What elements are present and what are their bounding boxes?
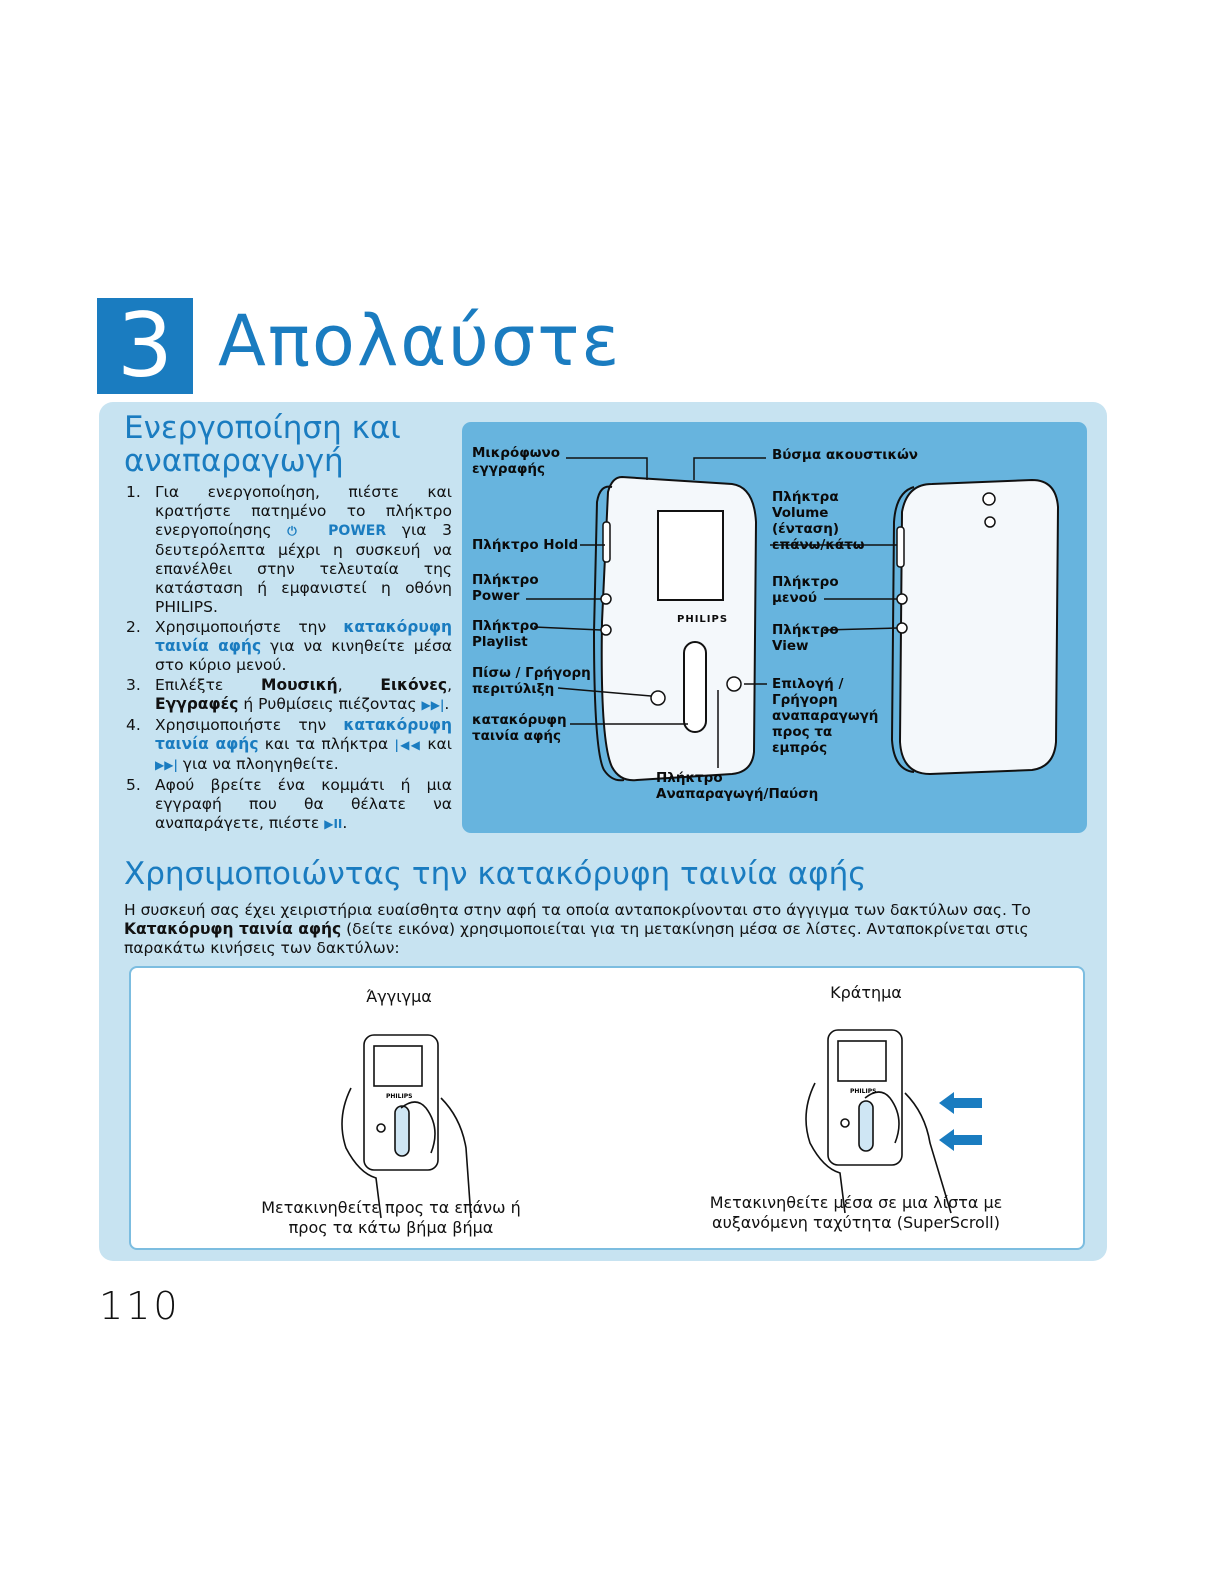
touch-strip-shape — [683, 641, 707, 733]
next-icon: ▶▶| — [155, 758, 178, 772]
play-pause-icon: ▶II — [324, 817, 343, 831]
arrow-left-lower — [939, 1129, 982, 1151]
step-number: 2. — [126, 618, 141, 636]
step-number: 3. — [126, 676, 141, 694]
power-icon: ⏻ — [287, 524, 297, 538]
brand-logo: PHILIPS — [677, 614, 729, 625]
hold-brand-logo: PHILIPS — [850, 1088, 876, 1095]
step-text: Χρησιμοποιήστε την — [155, 618, 344, 636]
label-microphone: Μικρόφωνο εγγραφής — [472, 445, 560, 477]
step-text: για 3 δευτερόλεπτα μέχρι η συσκευή να επ… — [155, 521, 453, 616]
menu-button-shape — [896, 593, 908, 605]
scroll-arrows — [939, 1092, 982, 1151]
label-hold: Πλήκτρο Hold — [472, 537, 579, 553]
label-menu: Πλήκτρο μενού — [772, 574, 839, 606]
hold-device-illustration — [805, 1029, 952, 1214]
label-volume: Πλήκτρα Volume (ένταση) επάνω/κάτω — [772, 489, 865, 553]
intro-paragraph: Η συσκευή σας έχει χειριστήρια ευαίσθητα… — [124, 901, 1084, 958]
gesture-illustrations: PHILIPS PHILIPS — [341, 1029, 982, 1219]
label-forward: Επιλογή / Γρήγορη αναπαραγωγή προς τα εμ… — [772, 676, 879, 756]
step-text: και τα πλήκτρα — [258, 735, 395, 753]
section-heading-power-play: Ενεργοποίηση και αναπαραγωγή — [124, 410, 401, 479]
step-text: και — [421, 735, 453, 753]
playlist-button-shape — [600, 624, 612, 636]
arrow-left-upper — [939, 1092, 982, 1114]
menu-term-recordings: Εγγραφές — [155, 695, 239, 713]
chapter-title: Απολαύστε — [218, 300, 622, 382]
hold-slider-shape — [602, 521, 611, 563]
step-number: 4. — [126, 716, 141, 734]
step-text: . — [342, 814, 348, 832]
microphone-hole-shape — [984, 516, 996, 528]
section-heading-touch-strip: Χρησιμοποιώντας την κατακόρυφη ταινία αφ… — [124, 856, 867, 892]
label-power: Πλήκτρο Power — [472, 572, 539, 604]
intro-text: (δείτε εικόνα) χρησιμοποιείται για τη με… — [124, 920, 1029, 957]
step-item: 1. Για ενεργοποίηση, πιέστε και κρατήστε… — [124, 483, 452, 617]
label-play-pause: Πλήκτρο Αναπαραγωγή/Παύση — [656, 770, 819, 802]
device-diagram: Μικρόφωνο εγγραφής Πλήκτρο Hold Πλήκτρο … — [462, 422, 1087, 833]
step-number: 5. — [126, 776, 141, 794]
step-text: Αφού βρείτε ένα κομμάτι ή μια εγγραφή πο… — [155, 776, 452, 832]
separator: , — [447, 676, 452, 694]
headphone-jack-shape — [982, 492, 996, 506]
step-text: Επιλέξτε — [155, 676, 262, 694]
touch-title: Άγγιγμα — [366, 987, 432, 1006]
rewind-button-shape — [650, 690, 666, 706]
intro-text: Η συσκευή σας έχει χειριστήρια ευαίσθητα… — [124, 901, 1031, 919]
touch-strip-term: κατακόρυφη ταινία αφής — [155, 618, 452, 655]
label-playlist: Πλήκτρο Playlist — [472, 618, 539, 650]
step-item: 5. Αφού βρείτε ένα κομμάτι ή μια εγγραφή… — [124, 776, 452, 834]
screen — [657, 510, 724, 601]
step-text: για να πλοηγηθείτε. — [177, 755, 339, 773]
step-text: Για ενεργοποίηση, πιέστε και κρατήστε πα… — [155, 483, 452, 539]
gesture-box: Άγγιγμα Κράτημα PHILIPS PHILIPS Μετακινη… — [129, 966, 1085, 1250]
label-view: Πλήκτρο View — [772, 622, 839, 654]
step-item: 3. Επιλέξτε Μουσική, Εικόνες, Εγγραφές ή… — [124, 676, 452, 715]
forward-button-shape — [726, 676, 742, 692]
power-button-shape — [600, 593, 612, 605]
next-icon: ▶▶| — [421, 698, 445, 712]
separator: , — [337, 676, 381, 694]
step-text: Χρησιμοποιήστε την — [155, 716, 344, 734]
touch-brand-logo: PHILIPS — [386, 1093, 412, 1100]
steps-list: 1. Για ενεργοποίηση, πιέστε και κρατήστε… — [124, 483, 452, 835]
menu-term-pictures: Εικόνες — [380, 676, 448, 694]
label-touch-strip: κατακόρυφη ταινία αφής — [472, 712, 567, 744]
label-headphones: Βύσμα ακουστικών — [772, 447, 918, 463]
step-item: 4. Χρησιμοποιήστε την κατακόρυφη ταινία … — [124, 716, 452, 775]
touch-caption: Μετακινηθείτε προς τα επάνω ή προς τα κά… — [261, 1198, 521, 1237]
chapter-number-badge: 3 — [97, 298, 193, 394]
step-text: για να κινηθείτε μέσα στο κύριο μενού. — [155, 637, 452, 674]
volume-buttons-shape — [896, 526, 905, 568]
touch-device-illustration — [341, 1034, 472, 1219]
hold-caption: Μετακινηθείτε μέσα σε μια λίστα με αυξαν… — [709, 1193, 1003, 1232]
step-item: 2. Χρησιμοποιήστε την κατακόρυφη ταινία … — [124, 618, 452, 675]
view-button-shape — [896, 622, 908, 634]
touch-strip-term: κατακόρυφη ταινία αφής — [155, 716, 452, 753]
step-number: 1. — [126, 483, 141, 501]
intro-bold-term: Κατακόρυφη ταινία αφής — [124, 920, 342, 938]
leader-lines — [526, 457, 898, 768]
hold-title: Κράτημα — [830, 983, 902, 1002]
step-text: . — [444, 695, 450, 713]
step-text: ή Ρυθμίσεις πιέζοντας — [238, 695, 422, 713]
page-number: 110 — [99, 1284, 181, 1328]
device-side — [890, 478, 1060, 776]
menu-term-music: Μουσική — [261, 676, 338, 694]
device-drawing — [526, 457, 1060, 782]
previous-icon: |◀◀ — [394, 738, 422, 752]
label-rewind: Πίσω / Γρήγορη περιτύλιξη — [472, 665, 591, 697]
power-key-label: POWER — [328, 523, 387, 539]
